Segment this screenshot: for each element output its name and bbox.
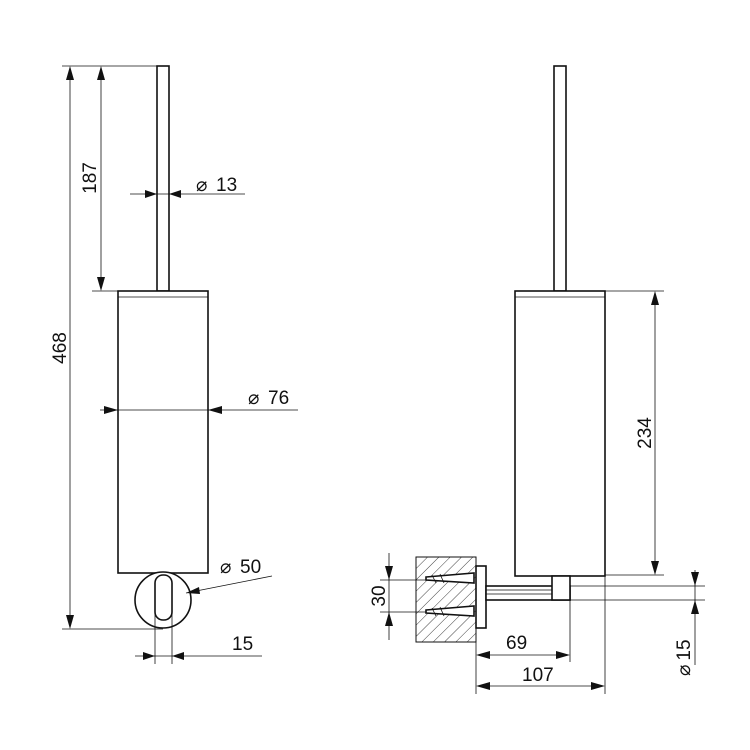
dim-bracket-height-label: 30	[369, 585, 390, 606]
dim-body-height: 234	[605, 290, 664, 576]
dim-body-diameter-label: 76	[268, 388, 289, 409]
dim-body-height-label: 234	[635, 417, 656, 449]
dim-bracket-diameter: ⌀ 15	[570, 570, 705, 676]
dim-bracket-diameter-label: 15	[674, 639, 695, 660]
bracket-arm	[485, 575, 571, 601]
dim-total-depth-label: 107	[522, 665, 554, 686]
front-view: 468 187 ⌀ 13 ⌀ 76	[50, 65, 298, 664]
dim-handle-length: 187	[80, 66, 118, 292]
dim-total-height-label: 468	[50, 332, 71, 364]
dim-handle-diameter: ⌀ 13	[130, 175, 245, 198]
dim-mount-diameter: ⌀ 50	[185, 557, 273, 594]
diameter-symbol: ⌀	[674, 665, 695, 676]
dim-total-height: 468	[50, 65, 163, 630]
wall-mount-slot	[154, 574, 173, 621]
diameter-symbol: ⌀	[248, 388, 259, 409]
diameter-symbol: ⌀	[196, 175, 207, 196]
side-handle	[553, 65, 567, 292]
wall-plate	[475, 565, 487, 629]
wall-anchors	[425, 572, 475, 617]
dim-bracket-depth: 69	[475, 600, 571, 694]
diameter-symbol: ⌀	[220, 557, 231, 578]
side-holder-body	[514, 290, 606, 577]
dim-handle-diameter-label: 13	[216, 175, 237, 196]
handle	[156, 65, 170, 292]
dim-mount-offset: 15	[135, 600, 262, 664]
dim-mount-diameter-label: 50	[240, 557, 261, 578]
wall-section	[415, 556, 477, 643]
dim-bracket-depth-label: 69	[506, 633, 527, 654]
dim-body-diameter: ⌀ 76	[100, 388, 298, 414]
dim-mount-offset-label: 15	[232, 634, 253, 655]
dim-handle-length-label: 187	[80, 162, 101, 194]
dim-bracket-height: 30	[369, 553, 426, 640]
holder-body	[117, 290, 209, 574]
side-view: 234 30 69 107	[369, 65, 705, 694]
dim-total-depth: 107	[476, 576, 606, 694]
